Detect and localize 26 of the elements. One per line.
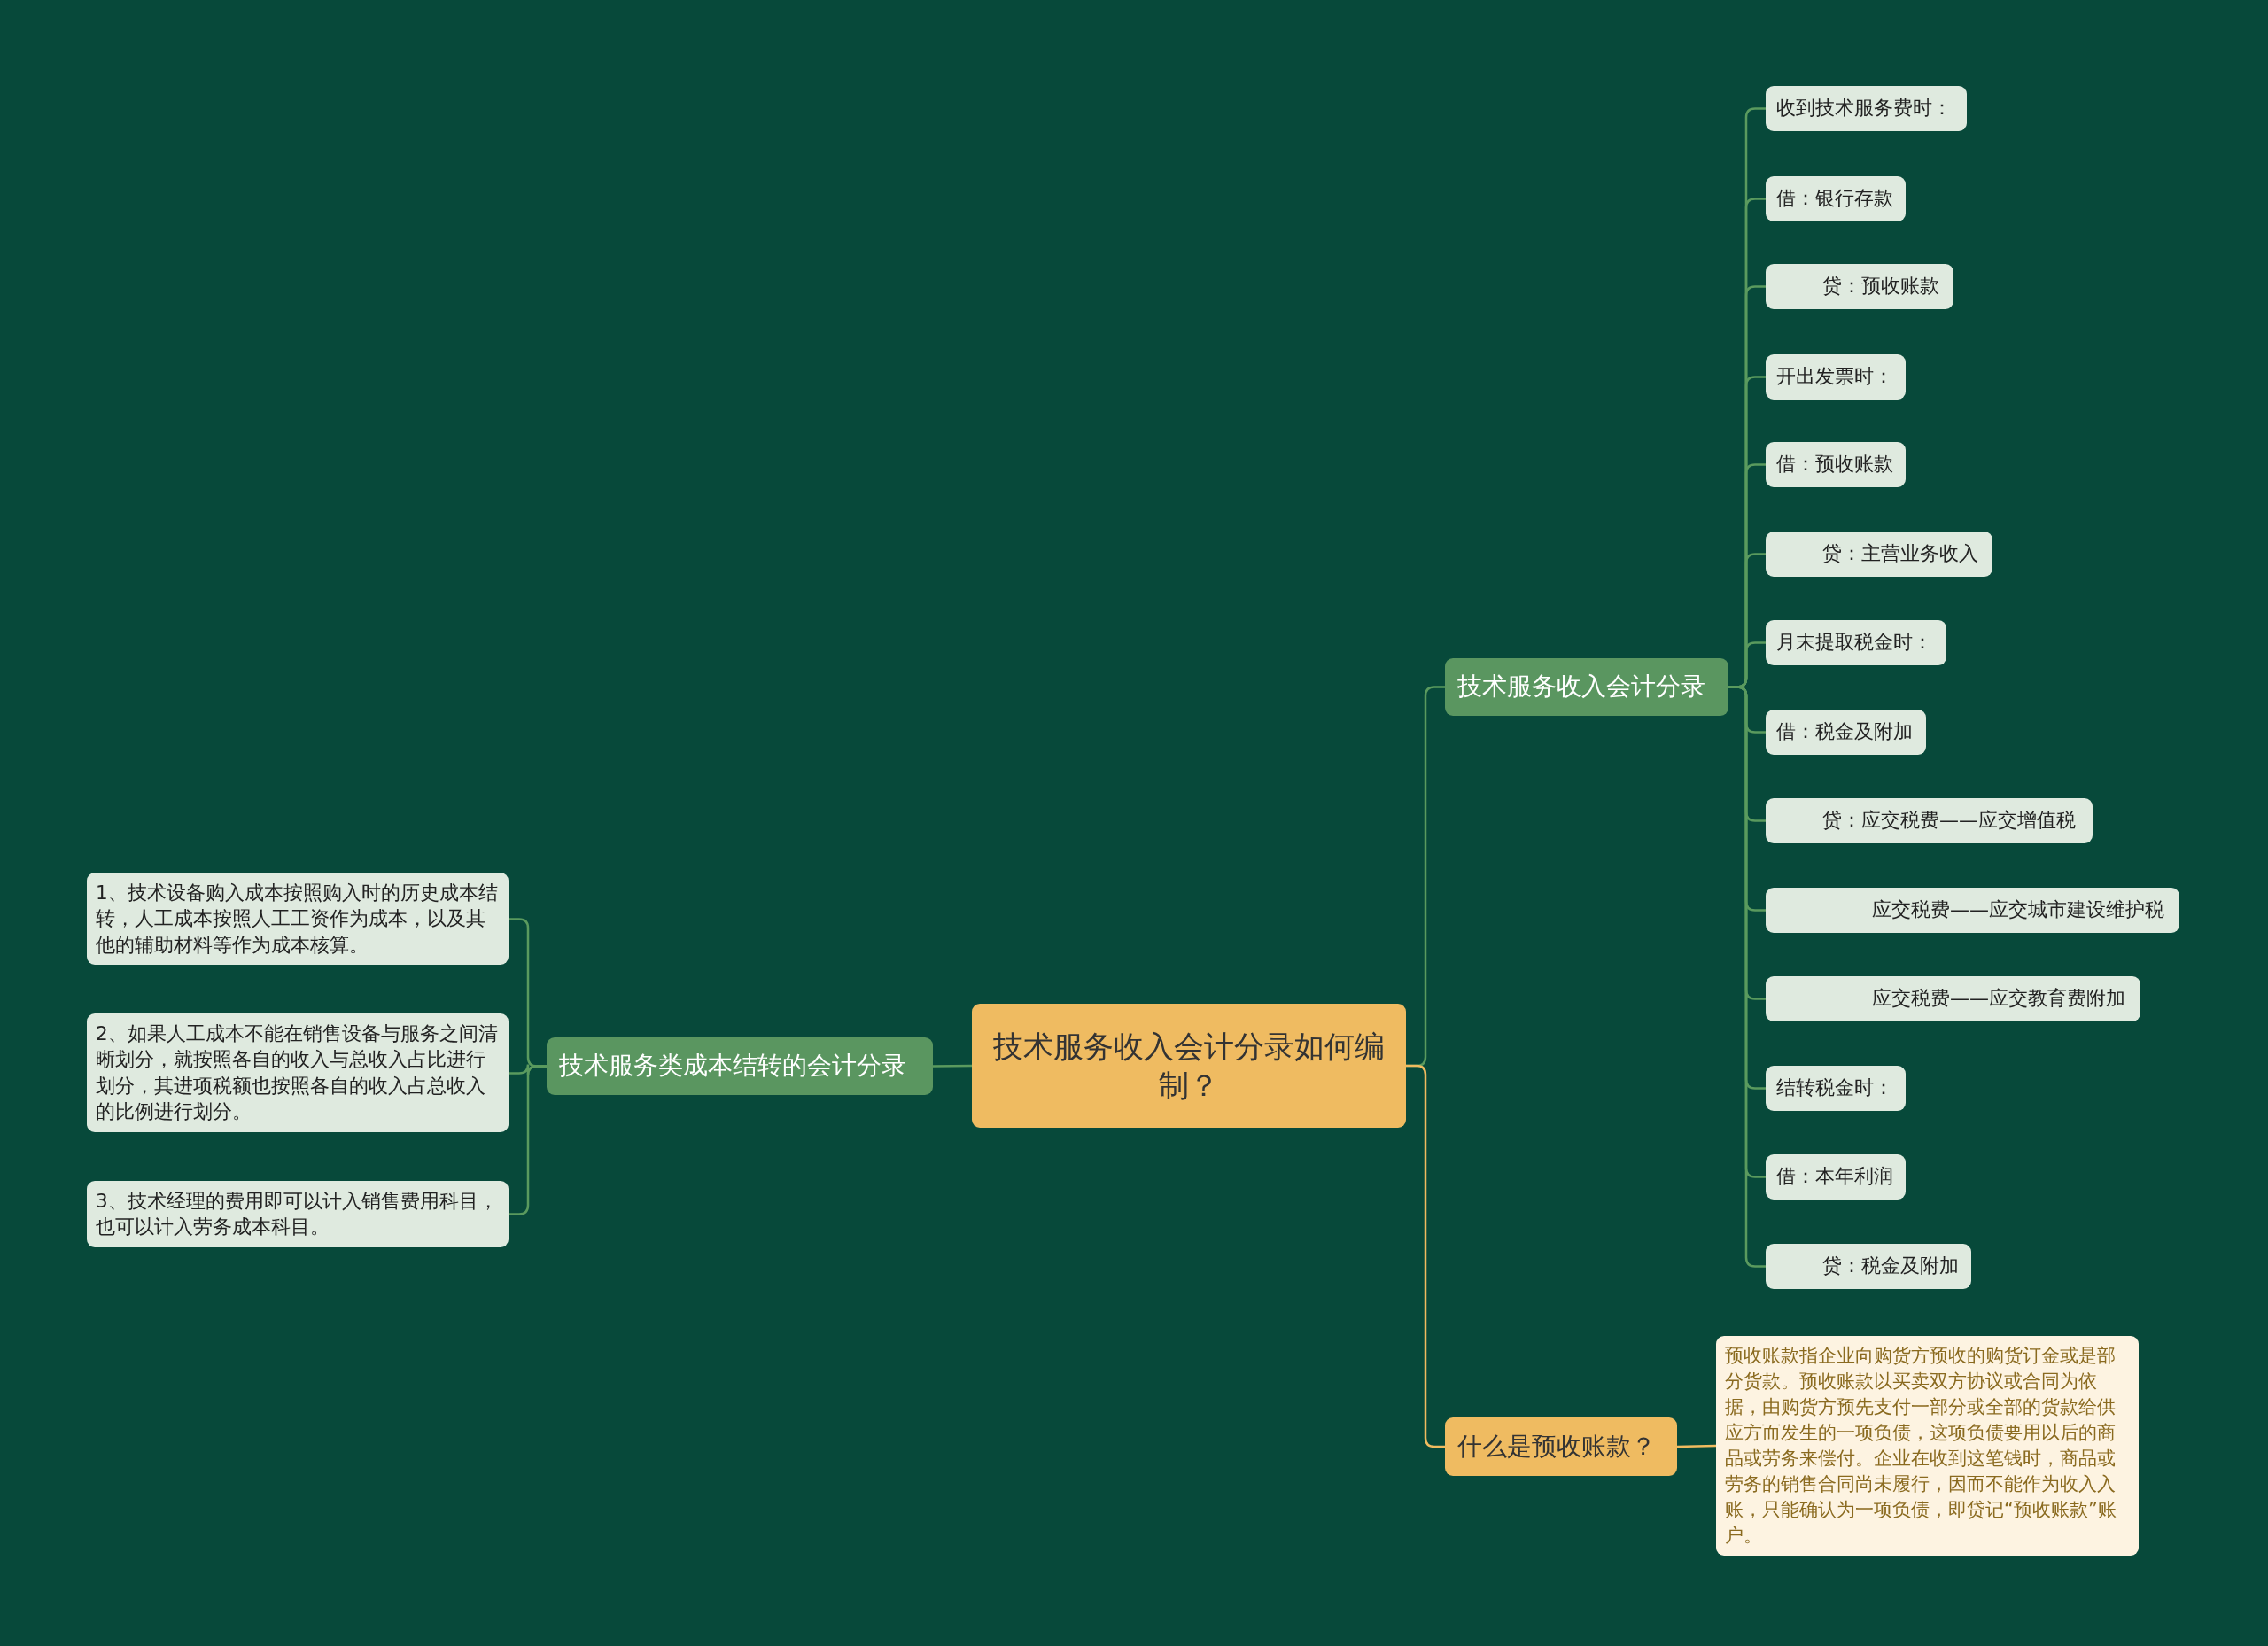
entry-box: 借：本年利润: [1766, 1153, 1906, 1200]
branch-box: 什么是预收账款？: [1445, 1417, 1677, 1476]
entry-box: 应交税费——应交城市建设维护税: [1766, 887, 2179, 933]
connector-line: [933, 1064, 972, 1068]
entry-box: 应交税费——应交教育费附加: [1766, 975, 2140, 1021]
connector-line: [509, 1065, 547, 1215]
note-box: 预收账款指企业向购货方预收的购货订金或是部分货款。预收账款以买卖双方协议或合同为依据，由购货方预先支付一部分或全部的货款给供应方而发生的一项负债，这项负债要用以后的商品或劳务来偿付。企业在收到这笔钱时，商品或劳务的销售合同尚未履行，因而不能作为收入入账，只能确认为一项负债，即贷记“预收账款”账户。: [1716, 1336, 2139, 1556]
note-box: 1、技术设备购入成本按照购入时的历史成本结转，人工成本按照人工工资作为成本，以及其他的辅助材料等作为成本核算。: [87, 872, 509, 966]
entry-box: 借：银行存款: [1766, 175, 1906, 221]
entry-box: 贷：应交税费——应交增值税: [1766, 797, 2093, 843]
entry-box: 贷：预收账款: [1766, 263, 1953, 309]
connector-line: [1406, 1064, 1445, 1448]
note-box: 2、如果人工成本不能在销售设备与服务之间清晰划分，就按照各自的收入与总收入占比进行划分，其进项税额也按照各自的收入占总收入的比例进行划分。: [87, 1013, 509, 1133]
connector-line: [1676, 1444, 1717, 1448]
entry-box: 月末提取税金时：: [1766, 619, 1946, 665]
entry-box: 收到技术服务费时：: [1766, 85, 1967, 131]
branch-box: 技术服务收入会计分录: [1445, 657, 1728, 716]
entry-box: 贷：税金及附加: [1766, 1243, 1971, 1289]
entry-box: 结转税金时：: [1766, 1065, 1906, 1111]
note-box: 3、技术经理的费用即可以计入销售费用科目，也可以计入劳务成本科目。: [87, 1180, 509, 1247]
entry-box: 借：税金及附加: [1766, 709, 1926, 755]
topic-box: 技术服务收入会计分录如何编制？: [972, 1004, 1406, 1128]
branch-box: 技术服务类成本结转的会计分录: [547, 1037, 933, 1095]
entry-box: 贷：主营业务收入: [1766, 531, 1992, 577]
entry-box: 借：预收账款: [1766, 441, 1906, 487]
entry-box: 开出发票时：: [1766, 353, 1906, 400]
